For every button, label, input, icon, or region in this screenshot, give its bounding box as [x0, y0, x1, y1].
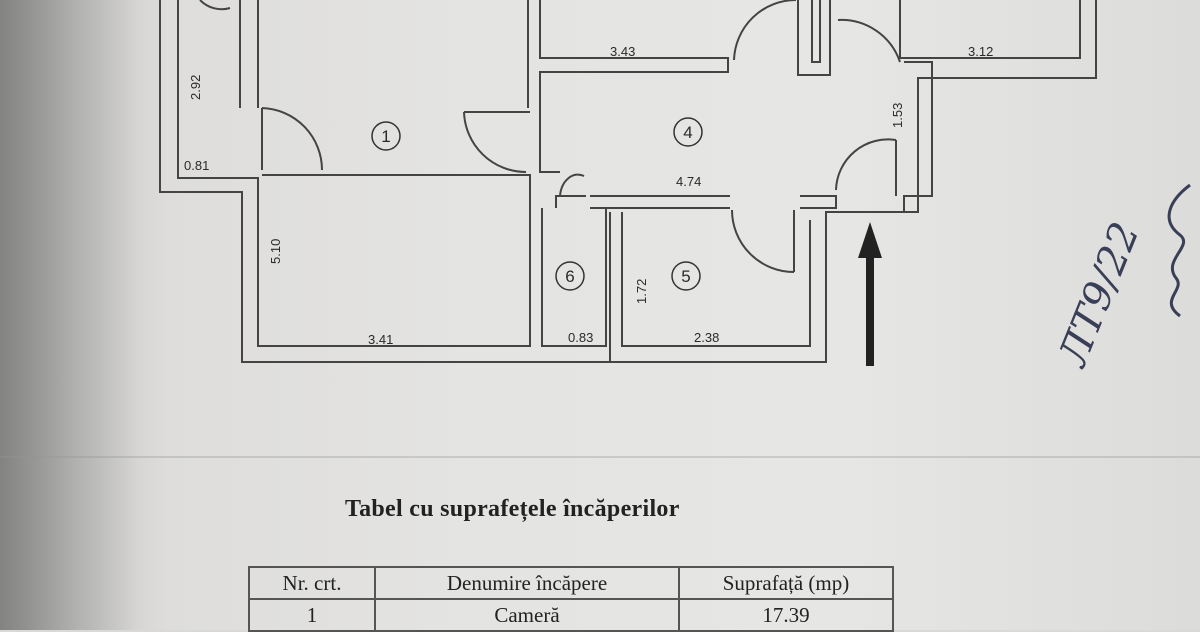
outer-wall-inner — [177, 0, 531, 347]
room-area-table: Nr. crt. Denumire încăpere Suprafață (mp… — [248, 566, 894, 632]
door-arc-room5 — [731, 209, 795, 273]
header-suprafata: Suprafață (mp) — [678, 566, 894, 600]
door-arc-top — [733, 0, 797, 61]
entrance-arrow — [858, 222, 882, 366]
header-denumire: Denumire încăpere — [374, 566, 680, 600]
dim-1-53: 1.53 — [890, 103, 905, 128]
door-arc-room1 — [261, 107, 323, 171]
room-number-4: 4 — [683, 123, 692, 142]
room-number-6: 6 — [565, 267, 574, 286]
door-arc-left — [199, 0, 231, 11]
header-nr-crt: Nr. crt. — [248, 566, 376, 600]
room-number-5: 5 — [681, 267, 690, 286]
dim-2-38: 2.38 — [694, 330, 719, 345]
dim-1-72: 1.72 — [634, 279, 649, 304]
door-arc-entry — [835, 138, 897, 191]
outer-wall — [159, 0, 1097, 363]
table-row: 1 Cameră 17.39 — [248, 598, 894, 632]
dim-4-74: 4.74 — [676, 174, 701, 189]
dim-3-12: 3.12 — [968, 44, 993, 59]
door-arc-room6 — [559, 173, 585, 197]
cell-suprafata: 17.39 — [678, 598, 894, 632]
paper-shadow — [0, 0, 140, 630]
door-arc-topright — [837, 18, 901, 63]
table-title: Tabel cu suprafețele încăperilor — [345, 496, 680, 522]
dim-0-83: 0.83 — [568, 330, 593, 345]
signature-scribble — [1167, 183, 1191, 318]
cell-nr: 1 — [248, 598, 376, 632]
dim-2-92: 2.92 — [188, 75, 203, 100]
door-arc-hall — [463, 111, 527, 173]
room-number-1: 1 — [381, 127, 390, 146]
dim-0-81: 0.81 — [184, 158, 209, 173]
paper-fold-line — [0, 456, 1200, 458]
dim-5-10: 5.10 — [268, 239, 283, 264]
dim-3-43: 3.43 — [610, 44, 635, 59]
dim-3-41: 3.41 — [368, 332, 393, 347]
table-header-row: Nr. crt. Denumire încăpere Suprafață (mp… — [248, 566, 894, 600]
cell-denumire: Cameră — [374, 598, 680, 632]
